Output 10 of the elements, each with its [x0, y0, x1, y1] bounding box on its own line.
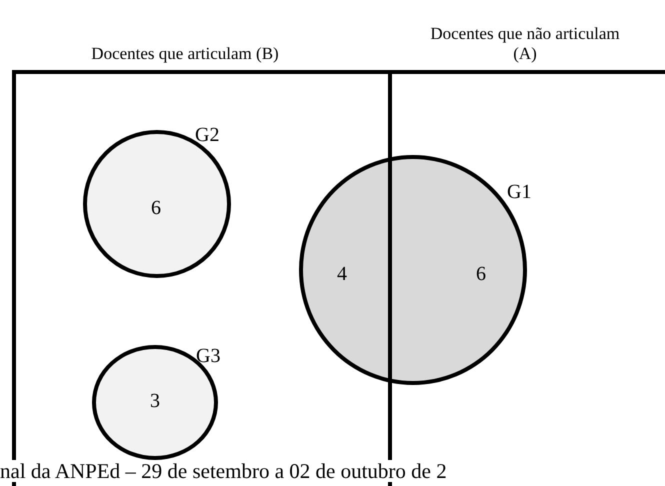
group-label: G2	[195, 124, 220, 146]
footer-text: nal da ANPEd – 29 de setembro a 02 de outubro de 2	[0, 460, 447, 482]
group-label: G1	[507, 181, 532, 203]
group-label: G3	[196, 345, 220, 367]
count-label: 6	[151, 197, 161, 219]
count-label: 3	[150, 390, 160, 412]
set-heading: Docentes que não articulam (A)	[430, 24, 620, 64]
count-label: 6	[476, 263, 486, 285]
count-label: 4	[337, 263, 347, 285]
set-heading: Docentes que articulam (B)	[90, 44, 280, 64]
